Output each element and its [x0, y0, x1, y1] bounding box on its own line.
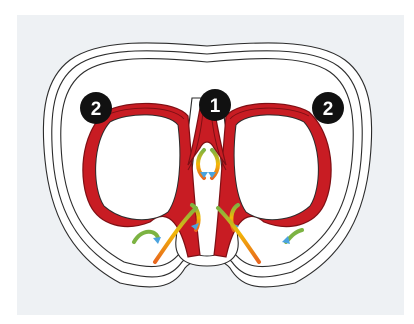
badge-right: 2 [312, 92, 344, 124]
badge-right-label: 2 [323, 99, 334, 120]
badge-left-label: 2 [91, 99, 102, 120]
badge-left: 2 [80, 92, 112, 124]
badge-center-label: 1 [210, 96, 221, 117]
badge-center: 1 [199, 89, 231, 121]
